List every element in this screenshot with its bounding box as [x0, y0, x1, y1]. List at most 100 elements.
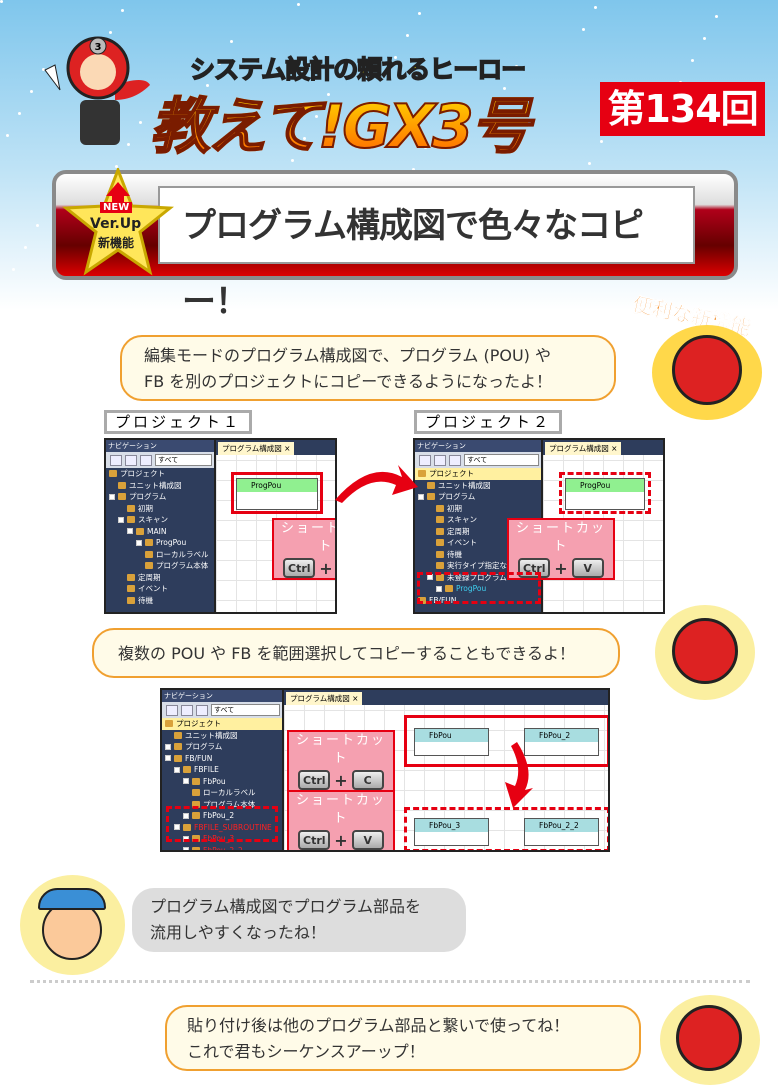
hero-head-icon — [676, 1005, 742, 1071]
sparkle — [691, 59, 694, 62]
filter-select[interactable]: すべて — [211, 704, 280, 716]
gear-icon[interactable] — [140, 454, 152, 466]
tree-item[interactable]: プログラム本体 — [162, 799, 282, 811]
gear-icon[interactable] — [449, 454, 461, 466]
filter-select[interactable]: すべて — [155, 454, 212, 466]
selection-highlight — [231, 472, 323, 514]
pou-block[interactable]: FbPou_2_2 — [524, 818, 599, 846]
tab-bar: プログラム構成図 × — [543, 440, 663, 455]
tree-item-label: スキャン — [138, 515, 168, 524]
tree-item-label: プログラム — [129, 492, 167, 501]
pasted-highlight — [559, 472, 651, 514]
expand-toggle-icon[interactable] — [118, 516, 124, 523]
tree-item[interactable]: イベント — [415, 537, 541, 549]
gear-icon[interactable] — [196, 704, 208, 716]
tree-item[interactable]: 初期 — [415, 503, 541, 515]
tree-item[interactable]: FBFILE_SUBROUTINE — [162, 822, 282, 834]
expand-toggle-icon[interactable] — [183, 778, 189, 785]
tree-item[interactable]: ProgPou — [415, 583, 541, 595]
tree-item[interactable]: ユニット構成図 — [106, 480, 214, 492]
tree-item[interactable]: プロジェクト — [415, 468, 541, 480]
expand-toggle-icon[interactable] — [165, 743, 171, 750]
tree-item[interactable]: プログラム — [162, 741, 282, 753]
tree-node-icon — [427, 493, 435, 501]
tree-item[interactable]: FB/FUN — [415, 595, 541, 607]
tree-item[interactable]: 待機 — [415, 549, 541, 561]
copy-arrow-icon — [335, 465, 418, 503]
tab-program-diagram[interactable]: プログラム構成図 × — [545, 442, 622, 455]
tree-item[interactable]: ProgPou — [106, 537, 214, 549]
tree-item[interactable]: 実行タイプ指定なし — [415, 560, 541, 572]
sparkle — [139, 121, 142, 124]
badge-kino: 新機能 — [98, 236, 135, 250]
tab-program-diagram[interactable]: プログラム構成図 × — [218, 442, 295, 455]
boy-line-2: 流用しやすくなったね！ — [150, 923, 326, 942]
tree-item[interactable]: プロジェクト — [162, 718, 282, 730]
tab-close-icon[interactable]: × — [611, 444, 618, 453]
tree-item[interactable]: プログラム — [415, 491, 541, 503]
tree-item[interactable]: イベント — [106, 583, 214, 595]
tree-item[interactable]: FbPou — [162, 776, 282, 788]
expand-toggle-icon[interactable] — [436, 585, 442, 592]
expand-toggle-icon[interactable] — [165, 755, 171, 762]
filter-select[interactable]: すべて — [464, 454, 539, 466]
tab-close-icon[interactable]: × — [284, 444, 291, 453]
sparkle — [703, 37, 706, 40]
tab-label: プログラム構成図 — [549, 444, 609, 453]
tree-view-icon[interactable] — [166, 704, 178, 716]
pou-block[interactable]: ProgPou — [236, 478, 318, 510]
tree-node-icon — [127, 596, 135, 604]
tree-item[interactable]: 定周期 — [415, 526, 541, 538]
tab-program-diagram[interactable]: プログラム構成図 × — [286, 692, 363, 705]
copy-selection-highlight — [404, 715, 608, 767]
tree-item[interactable]: プログラム — [106, 491, 214, 503]
tab-bar: プログラム構成図 × — [284, 690, 608, 705]
tree-node-icon — [145, 539, 153, 547]
pou-block[interactable]: ProgPou — [565, 478, 645, 510]
expand-toggle-icon[interactable] — [183, 812, 189, 819]
tree-node-icon — [192, 789, 200, 797]
tree-item-label: プロジェクト — [120, 469, 165, 478]
expand-toggle-icon[interactable] — [109, 493, 115, 500]
tree-item[interactable]: スキャン — [415, 514, 541, 526]
tree-view-icon[interactable] — [419, 454, 431, 466]
pou-block[interactable]: FbPou_2 — [524, 728, 599, 756]
tree-item-label: ユニット構成図 — [129, 480, 182, 490]
expand-toggle-icon[interactable] — [136, 539, 142, 546]
expand-toggle-icon[interactable] — [418, 493, 424, 500]
tab-close-icon[interactable]: × — [352, 694, 359, 703]
tree-item[interactable]: FbPou_2 — [162, 810, 282, 822]
sparkle — [412, 168, 415, 171]
tree-item-label: プログラム — [185, 742, 223, 751]
pou-block[interactable]: FbPou_3 — [414, 818, 489, 846]
tree-item[interactable]: ユニット構成図 — [415, 480, 541, 492]
expand-toggle-icon[interactable] — [174, 824, 180, 831]
tree-item[interactable]: 初期 — [106, 503, 214, 515]
tree-item[interactable]: FBFILE — [162, 764, 282, 776]
expand-toggle-icon[interactable] — [127, 528, 133, 535]
sparkle — [12, 268, 15, 271]
tree-item[interactable]: ローカルラベル — [162, 787, 282, 799]
filter-icon[interactable] — [181, 704, 193, 716]
tree-item[interactable]: FB/FUN — [162, 753, 282, 765]
tree-item[interactable]: ユニット構成図 — [162, 730, 282, 742]
expand-toggle-icon[interactable] — [174, 766, 180, 773]
tree-item[interactable]: 待機 — [106, 595, 214, 607]
tree-item[interactable]: プロジェクト — [106, 468, 214, 480]
tree-view-icon[interactable] — [110, 454, 122, 466]
filter-icon[interactable] — [125, 454, 137, 466]
tree-item[interactable]: スキャン — [106, 514, 214, 526]
pou-block[interactable]: FbPou — [414, 728, 489, 756]
tree-node-icon — [136, 527, 144, 535]
tree-item[interactable]: 定周期 — [106, 572, 214, 584]
tree-item[interactable]: プログラム本体 — [106, 560, 214, 572]
expand-toggle-icon[interactable] — [183, 847, 189, 850]
filter-icon[interactable] — [434, 454, 446, 466]
tree-item[interactable]: MAIN — [106, 526, 214, 538]
tree-item-label: FB/FUN — [185, 753, 213, 763]
sparkle — [24, 246, 27, 249]
tree-item[interactable]: FbPou_2_2 — [162, 845, 282, 850]
tree-item[interactable]: ローカルラベル — [106, 549, 214, 561]
tree-item-label: FbPou_2 — [203, 811, 235, 820]
